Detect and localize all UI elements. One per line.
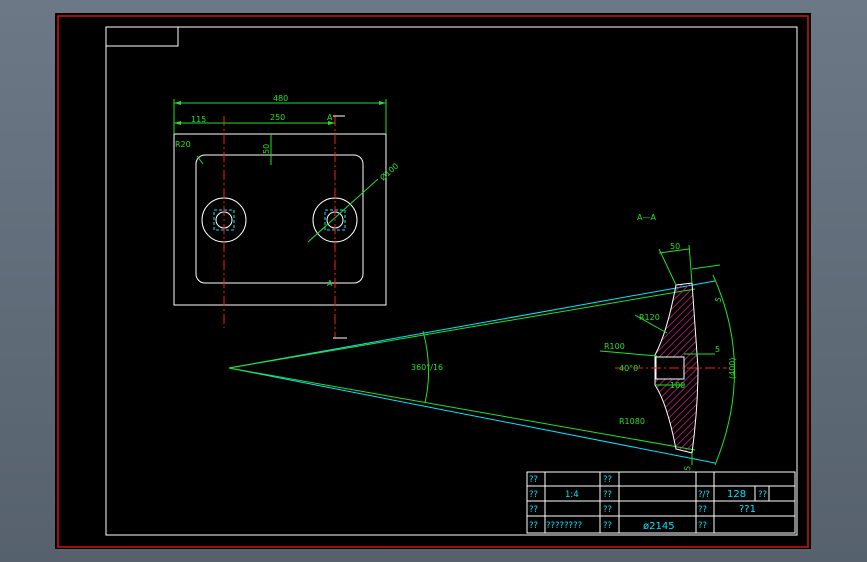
arrow-480-left <box>174 101 181 105</box>
sector-angle-arc <box>422 330 430 404</box>
dim-50-ext-left <box>658 248 677 286</box>
chord-ext-top <box>691 264 721 270</box>
corner-label-box <box>105 26 179 47</box>
r20-leader <box>196 155 204 165</box>
tb-cell-r4c1: ?? <box>529 521 538 531</box>
tb-cell-r3c4: ?? <box>698 505 707 515</box>
drawing-canvas: 480 115 250 50 R20 Ø100 A A 360°/16 <box>55 13 811 549</box>
hub-dim-label: 100 <box>670 381 685 390</box>
tb-cell-r3c5: ??1 <box>739 504 756 515</box>
section-mark-bottom: A <box>327 279 333 288</box>
section-title: A—A <box>637 213 656 222</box>
dim-5-right-label: 5 <box>715 345 720 354</box>
arrow-250-right <box>328 121 335 125</box>
drawing-frame <box>105 26 798 536</box>
tb-cell-r4c3: ?? <box>603 521 612 531</box>
radius-r100-label: R100 <box>604 342 625 351</box>
dia-100-label: Ø100 <box>378 161 401 183</box>
r100-leader <box>599 350 658 357</box>
tb-cell-r4c5: ?? <box>698 521 707 531</box>
plate-outline <box>173 133 387 306</box>
cad-drawing: 480 115 250 50 R20 Ø100 A A 360°/16 <box>57 15 809 548</box>
chord-label: (400) <box>728 357 737 379</box>
sector-angle-label: 360°/16 <box>411 363 443 372</box>
dim-480-label: 480 <box>273 94 288 103</box>
tb-cell-r2c5: 128 <box>727 489 746 500</box>
dim-5-top-label: 5 <box>713 296 723 304</box>
tb-cell-r4c2: ???????? <box>546 521 582 531</box>
arrow-115-left <box>174 121 181 125</box>
dim-250-label: 250 <box>270 113 285 122</box>
dim-50-ext-right <box>688 244 693 284</box>
radius-r20-label: R20 <box>175 140 191 149</box>
r120-leader <box>634 314 668 334</box>
radius-r120-label: R120 <box>639 313 660 322</box>
tb-cell-r1c1: ?? <box>529 475 538 485</box>
tb-cell-r2c1: ?? <box>529 490 538 500</box>
dim-50-label: 50 <box>262 144 271 154</box>
dim-50-top-line <box>658 248 690 254</box>
tb-cell-r1c3: ?? <box>603 475 612 485</box>
section-view: 360°/16 A—A 50 5 5 5 R120 R1 <box>228 213 737 471</box>
tb-cell-r3c3: ?? <box>603 505 612 515</box>
r1080-lower-line <box>228 367 696 451</box>
outer-arc <box>712 274 735 466</box>
radius-r1080-label: R1080 <box>619 417 645 426</box>
arrow-480-right <box>379 101 386 105</box>
r1080-upper-line <box>228 288 696 369</box>
angle-label: 40°0' <box>619 364 640 373</box>
dim-50-section-label: 50 <box>670 242 680 251</box>
tb-cell-r2c3: ?? <box>603 490 612 500</box>
dim-dia-leader <box>307 178 379 243</box>
section-mark-top: A <box>327 113 333 122</box>
plan-view: 480 115 250 50 R20 Ø100 A A <box>173 94 401 339</box>
dim-5-bottom-label: 5 <box>683 465 692 471</box>
title-block <box>526 471 796 534</box>
title-block-frame <box>526 471 796 534</box>
tb-cell-r2c6: ?? <box>758 490 767 500</box>
tb-cell-r2c4: ?/? <box>698 490 710 500</box>
tb-cell-r4c4: ø2145 <box>643 521 675 532</box>
tb-cell-r2c2: 1:4 <box>565 490 579 500</box>
dim-115-label: 115 <box>191 115 206 124</box>
sector-lower-line <box>228 367 716 464</box>
tb-cell-r3c1: ?? <box>529 505 538 515</box>
sector-upper-line <box>228 280 716 369</box>
sheet-border <box>57 15 809 548</box>
plate-inner-outline <box>195 154 364 284</box>
